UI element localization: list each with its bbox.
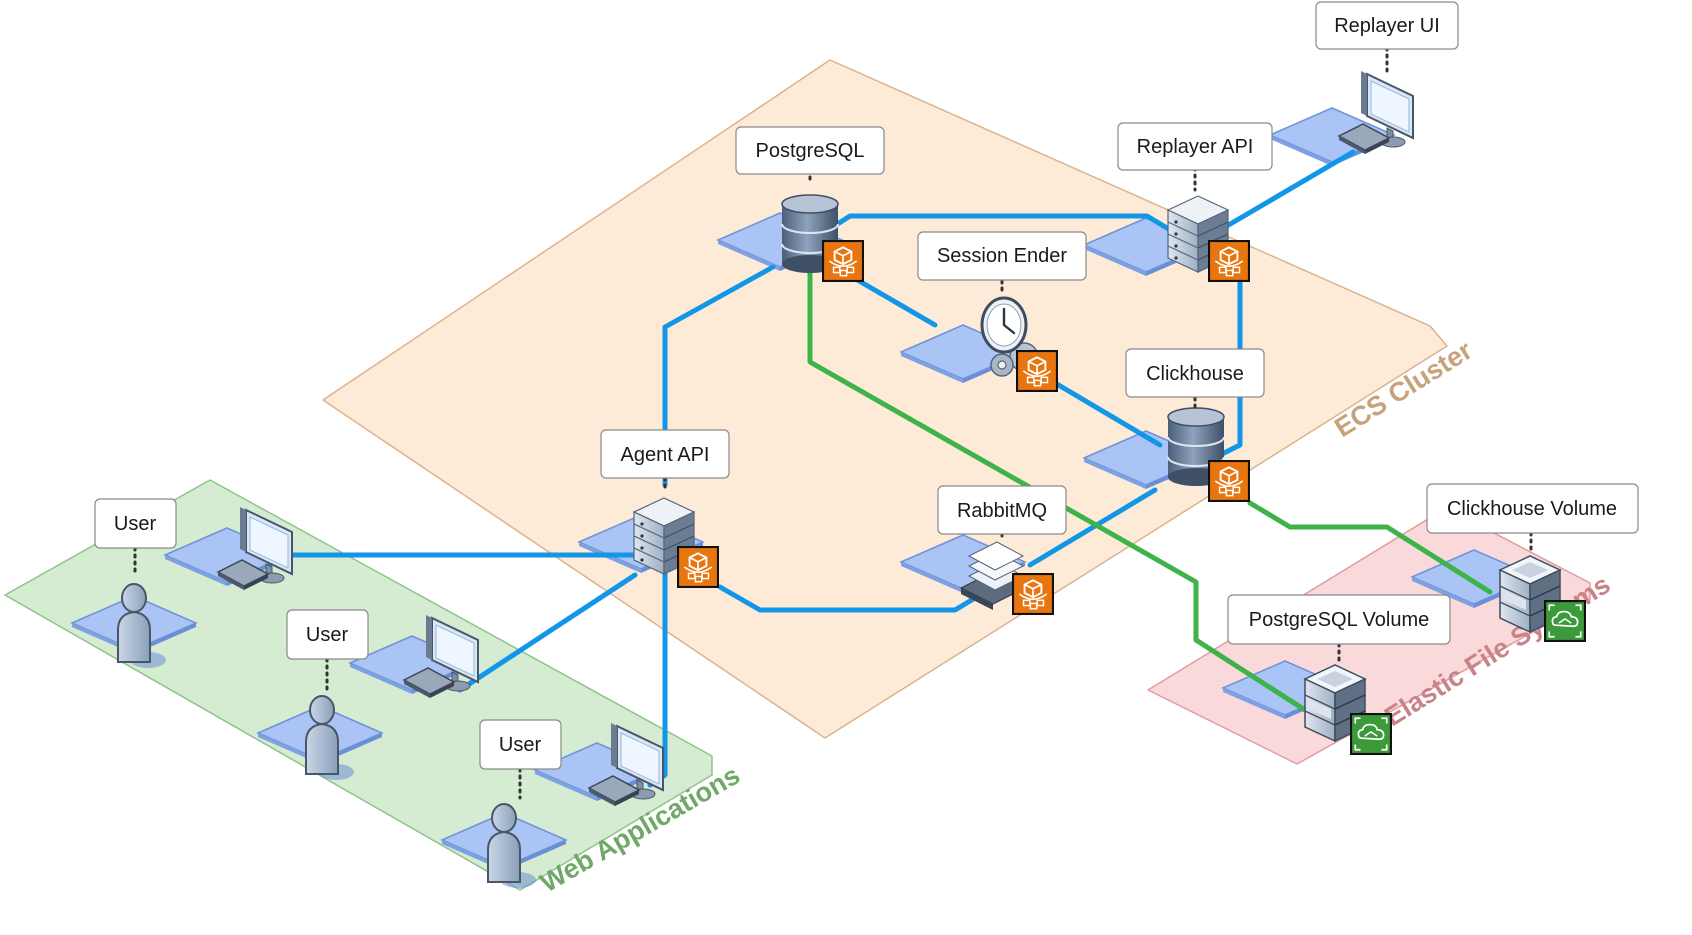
label-replayer-ui[interactable]: Replayer UI [1315, 1, 1459, 50]
label-leaders [133, 46, 1533, 800]
fargate-icon [1208, 240, 1250, 282]
label-text: Clickhouse [1146, 363, 1244, 385]
label-agent-api[interactable]: Agent API [600, 429, 730, 479]
label-user-1[interactable]: User [94, 498, 177, 549]
label-postgresql-volume[interactable]: PostgreSQL Volume [1227, 594, 1451, 645]
label-user-2[interactable]: User [286, 609, 369, 660]
label-user-3[interactable]: User [479, 719, 562, 770]
label-text: User [114, 513, 157, 535]
efs-icon [1544, 600, 1586, 642]
label-clickhouse[interactable]: Clickhouse [1125, 348, 1265, 398]
label-postgresql[interactable]: PostgreSQL [735, 126, 885, 175]
label-text: User [499, 734, 542, 756]
fargate-icon [1016, 350, 1058, 392]
link-postgresql-postgresql-volume [807, 267, 1308, 713]
label-text: Replayer UI [1334, 15, 1440, 37]
label-text: Clickhouse Volume [1447, 498, 1617, 520]
efs-icon [1350, 713, 1392, 755]
label-replayer-api[interactable]: Replayer API [1117, 122, 1273, 171]
fargate-icon [1208, 460, 1250, 502]
label-rabbitmq[interactable]: RabbitMQ [937, 485, 1067, 535]
fargate-icon [1012, 573, 1054, 615]
fargate-icon [822, 240, 864, 282]
label-text: PostgreSQL Volume [1249, 609, 1429, 631]
label-clickhouse-volume[interactable]: Clickhouse Volume [1426, 483, 1639, 534]
label-text: Replayer API [1137, 136, 1254, 158]
monitor-icon [1338, 70, 1414, 155]
link-session-ender-clickhouse [1047, 377, 1163, 448]
label-text: User [306, 624, 349, 646]
link-agent-api-webapp-2 [457, 572, 638, 693]
label-session-ender[interactable]: Session Ender [917, 231, 1087, 281]
link-clickhouse-rabbitmq [1027, 487, 1158, 568]
fargate-icon [677, 546, 719, 588]
link-replayer-api-replayer-ui [1217, 149, 1356, 233]
link-agent-api-rabbitmq [717, 584, 983, 613]
label-text: Session Ender [937, 245, 1067, 267]
label-text: Agent API [621, 444, 710, 466]
link-clickhouse-clickhouse-volume [1247, 500, 1493, 595]
label-text: RabbitMQ [957, 500, 1047, 522]
label-text: PostgreSQL [756, 140, 865, 162]
